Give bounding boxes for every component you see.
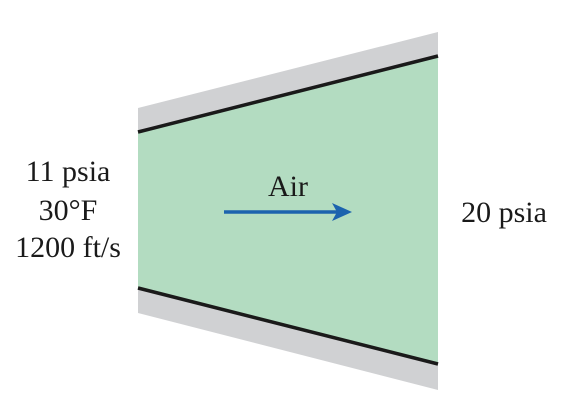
bottom-wall — [138, 288, 438, 390]
fluid-label: Air — [268, 170, 308, 203]
air-flow-region — [138, 56, 438, 364]
top-wall-edge — [137, 54, 439, 134]
flow-arrow-icon — [224, 203, 352, 221]
outlet-pressure: 20 psia — [461, 196, 547, 229]
top-wall — [138, 32, 438, 132]
inlet-velocity: 1200 ft/s — [15, 231, 121, 264]
bottom-wall-edge — [137, 286, 439, 366]
inlet-temperature: 30°F — [39, 194, 98, 227]
inlet-pressure: 11 psia — [26, 155, 111, 188]
